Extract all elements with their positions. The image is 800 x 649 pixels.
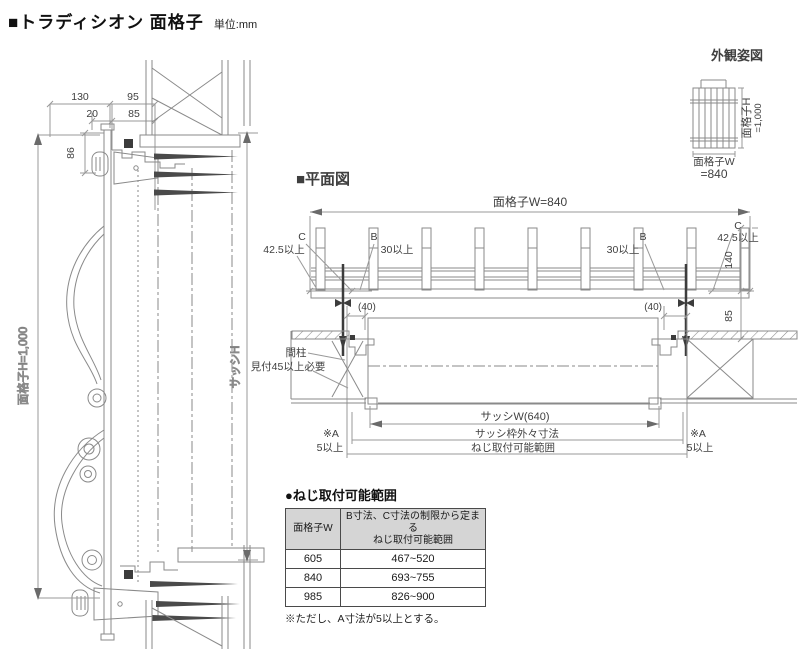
section-top-dimension-labels: 130 95 20 85 86 <box>65 91 140 159</box>
cell-range-840: 693~755 <box>340 568 486 588</box>
table-title: ●ねじ取付可能範囲 <box>285 488 397 503</box>
appearance-view: 外観姿図 面格子H =1,000 面格子W =840 <box>690 48 764 181</box>
screw-range-table: 面格子W B寸法、C寸法の制限から定まる ねじ取付可能範囲 605 467~52… <box>285 508 486 607</box>
appearance-height-label: 面格子H <box>739 97 753 138</box>
dim-140: 140 <box>723 251 735 269</box>
a-value-left: 5以上 <box>317 442 344 454</box>
screw-icon <box>152 615 236 621</box>
screw-range-table-block: ●ねじ取付可能範囲 面格子W B寸法、C寸法の制限から定まる ねじ取付可能範囲 … <box>285 485 505 637</box>
a-label-left: ※A <box>323 428 339 440</box>
c-value-right: 42.5以上 <box>717 232 758 244</box>
b-label-left: B <box>370 231 377 243</box>
dim-85-plan: 85 <box>723 310 735 322</box>
b-value-right: 30以上 <box>607 244 640 256</box>
sash-width-label: サッシW(640) <box>480 410 549 423</box>
dim-130: 130 <box>71 91 89 103</box>
appearance-height-value: =1,000 <box>753 103 764 132</box>
col-header-grille-w: 面格子W <box>285 508 341 550</box>
a-value-right: 5以上 <box>687 442 714 454</box>
appearance-title: 外観姿図 <box>710 48 763 63</box>
plan-sash-width-dimension <box>369 406 660 428</box>
screw-icon <box>150 581 238 587</box>
screw-icon <box>154 171 238 178</box>
section-scroll-ornament <box>53 225 107 594</box>
section-sash-height-label: サッシH <box>229 346 242 389</box>
cell-range-605: 467~520 <box>340 549 486 569</box>
a-label-right: ※A <box>690 428 706 440</box>
appearance-dimensions <box>692 87 744 157</box>
plan-grille-drawing <box>306 227 754 299</box>
section-view: 130 95 20 85 86 <box>16 60 265 649</box>
plan-stud-leaders <box>307 352 349 389</box>
plan-mounting-screws <box>335 264 694 356</box>
section-wall-lines <box>112 60 251 649</box>
plan-cb-labels: C 42.5以上 B 30以上 B 30以上 C 42.5以上 <box>263 220 758 256</box>
sash-frame-label: サッシ枠外々寸法 <box>475 427 559 440</box>
stud-label-line1: 間柱 <box>286 346 307 359</box>
plan-width-dimension <box>309 208 751 292</box>
col-header-range: B寸法、C寸法の制限から定まる ねじ取付可能範囲 <box>340 508 486 550</box>
plan-stud-label: 間柱 見付45以上必要 <box>251 346 326 373</box>
section-height-dimension <box>34 133 100 600</box>
plan-bottom-range-labels: ※A サッシ枠外々寸法 ※A 5以上 ねじ取付可能範囲 5以上 <box>317 427 714 454</box>
b-label-right: B <box>639 231 646 243</box>
section-grille-height-label: 面格子H=1,000 <box>16 327 30 405</box>
plan-view: ■平面図 面格子W=840 <box>251 171 798 458</box>
dim-40-right: (40) <box>644 302 662 313</box>
unit-label: 単位:mm <box>213 19 258 31</box>
col-header-range-line1: B寸法、C寸法の制限から定まる <box>346 511 480 534</box>
c-label-right: C <box>734 220 742 232</box>
screw-range-label: ねじ取付可能範囲 <box>471 441 555 454</box>
section-grille-bar <box>100 123 115 641</box>
cell-w-840: 840 <box>285 568 341 588</box>
dim-86: 86 <box>65 147 77 159</box>
c-value-left: 42.5以上 <box>263 244 304 256</box>
page-title: ■トラディシオン 面格子 <box>8 13 204 32</box>
appearance-width-value: =840 <box>700 167 727 181</box>
dim-85-top: 85 <box>128 108 140 120</box>
plan-grille-width-label: 面格子W=840 <box>493 194 568 209</box>
dim-40-left: (40) <box>358 302 376 313</box>
cell-range-985: 826~900 <box>340 587 486 607</box>
dim-20: 20 <box>86 108 98 120</box>
section-top-bracket <box>91 151 238 196</box>
plan-bottom-ranges <box>346 412 688 458</box>
col-header-range-line2: ねじ取付可能範囲 <box>373 535 453 546</box>
table-row: 840 693~755 <box>285 568 486 588</box>
section-sash-height-dimension <box>238 131 258 562</box>
table-header-row: 面格子W B寸法、C寸法の制限から定まる ねじ取付可能範囲 <box>285 508 486 550</box>
stud-label-line2: 見付45以上必要 <box>251 360 326 373</box>
cell-w-985: 985 <box>285 587 341 607</box>
plan-wall-drawing <box>290 317 798 410</box>
table-row: 605 467~520 <box>285 549 486 569</box>
plan-cb-leaders <box>296 232 734 292</box>
dim-95: 95 <box>127 91 139 103</box>
b-value-left: 30以上 <box>381 244 414 256</box>
screw-icon <box>154 153 238 160</box>
table-row: 985 826~900 <box>285 587 486 607</box>
page-header: ■トラディシオン 面格子単位:mm <box>8 8 257 33</box>
screw-icon <box>156 601 240 607</box>
appearance-grille-drawing <box>690 79 738 149</box>
cell-w-605: 605 <box>285 549 341 569</box>
screw-icon <box>154 189 238 196</box>
table-note: ※ただし、A寸法が5以上とする。 <box>285 613 445 625</box>
plan-title: ■平面図 <box>296 171 350 188</box>
c-label-left: C <box>298 231 306 243</box>
appearance-width-label: 面格子W <box>693 155 734 168</box>
